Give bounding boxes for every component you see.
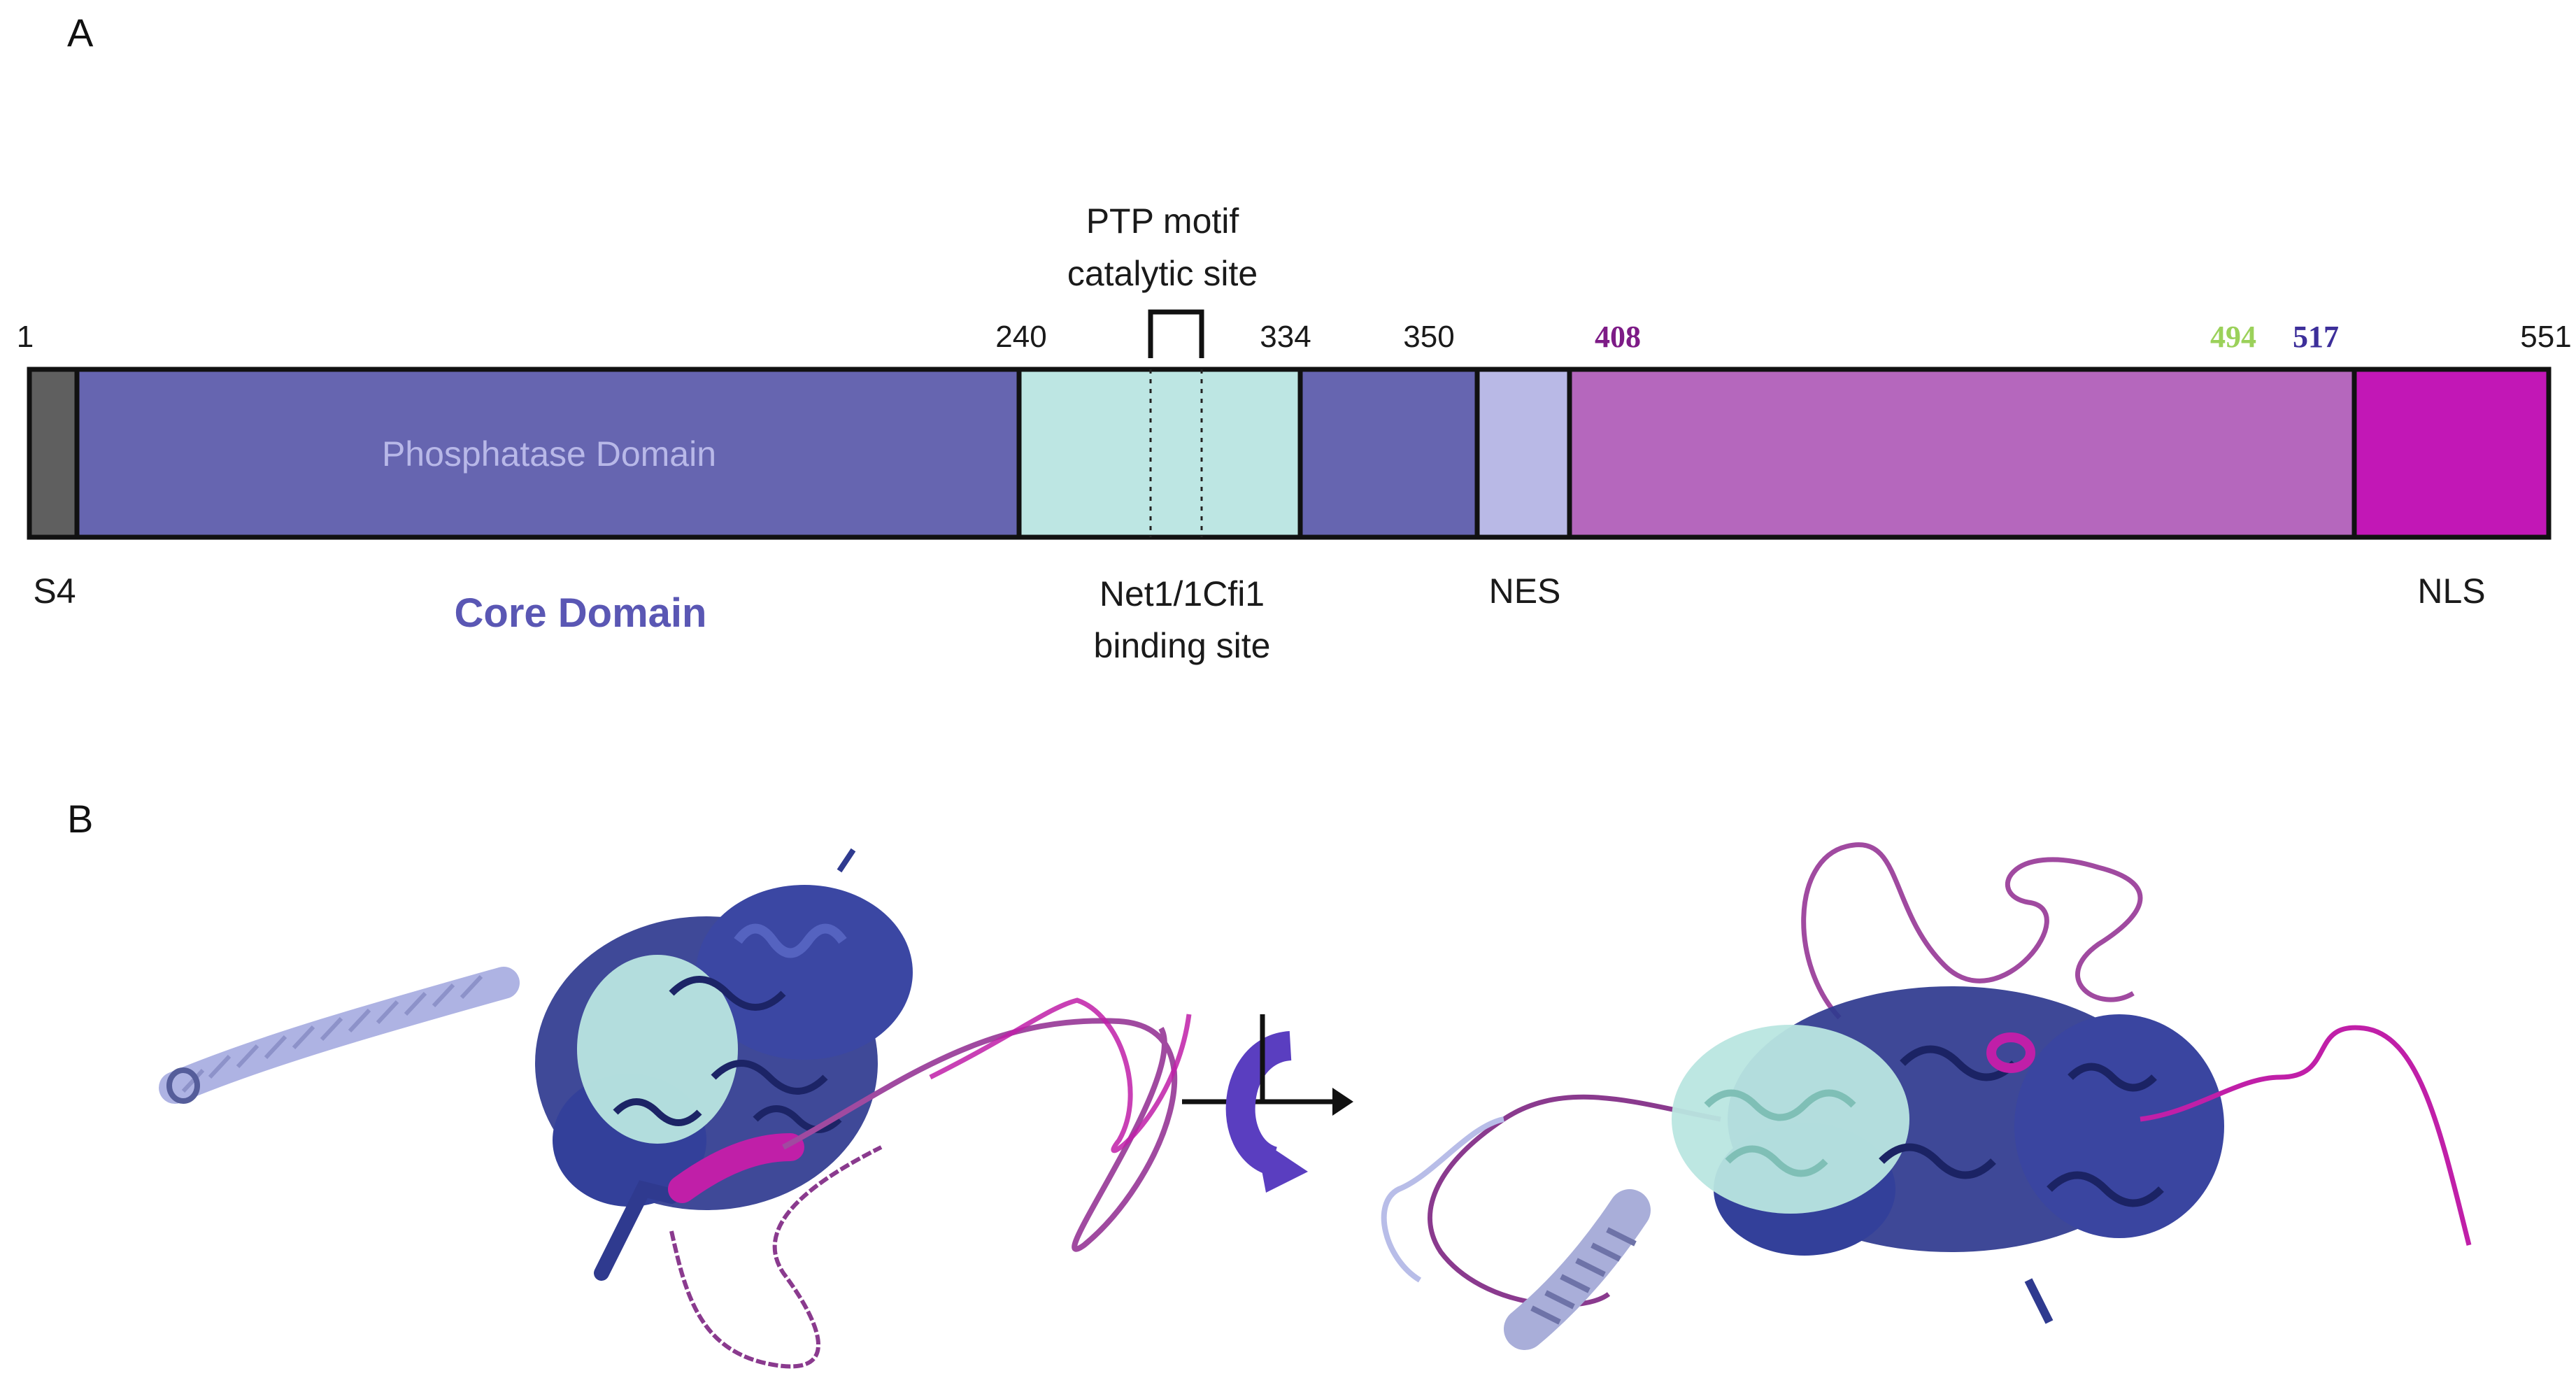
binding-site-label-line1: Net1/1Cfi1	[1100, 574, 1265, 613]
c-terminal-tail-right	[2140, 1025, 2472, 1246]
segment-s4	[29, 369, 77, 537]
segment-nes	[1477, 369, 1570, 537]
segment-c-terminal	[1570, 369, 2354, 537]
segment-core-phosphatase	[77, 369, 1019, 537]
position-240: 240	[995, 320, 1046, 354]
position-551: 551	[2520, 320, 2571, 354]
ptp-motif-label-line1: PTP motif	[1086, 201, 1239, 241]
nes-label: NES	[1489, 571, 1561, 611]
segment-core-end	[1300, 369, 1477, 537]
nes-helix-right	[1504, 1189, 1651, 1350]
disordered-loop-left	[782, 1018, 1178, 1252]
position-350: 350	[1403, 320, 1454, 354]
rotation-arrow-icon	[1182, 1014, 1353, 1193]
nls-helix-left	[668, 1133, 804, 1203]
core-domain-left	[535, 848, 913, 1281]
disordered-loop-left-2	[669, 1145, 883, 1369]
panel-label-b: B	[67, 797, 93, 841]
segment-nls	[2354, 369, 2549, 537]
core-domain-right	[1672, 986, 2224, 1324]
position-334: 334	[1260, 320, 1311, 354]
structure-view-right	[1381, 842, 2472, 1350]
structure-view-left	[159, 848, 1192, 1369]
binding-site-label-line2: binding site	[1094, 626, 1271, 665]
segment-binding-site	[1019, 369, 1300, 537]
ptp-motif-marker	[1148, 309, 1204, 537]
position-1: 1	[17, 320, 34, 354]
s4-label: S4	[33, 571, 76, 611]
core-domain-label: Core Domain	[455, 590, 707, 636]
nes-helix-left	[159, 967, 520, 1104]
position-494: 494	[2210, 320, 2256, 354]
disordered-loop-right-top	[1801, 842, 2143, 1020]
nls-label: NLS	[2417, 571, 2485, 611]
position-408: 408	[1595, 320, 1641, 354]
c-terminal-tail-left	[929, 997, 1192, 1153]
position-517: 517	[2293, 320, 2339, 354]
phosphatase-domain-label: Phosphatase Domain	[382, 434, 716, 474]
nls-helix-right	[1986, 1032, 2035, 1073]
domain-map: Phosphatase Domain PTP motif catalytic s…	[17, 201, 2572, 665]
panel-label-a: A	[67, 10, 94, 55]
ptp-motif-label-line2: catalytic site	[1067, 254, 1258, 293]
